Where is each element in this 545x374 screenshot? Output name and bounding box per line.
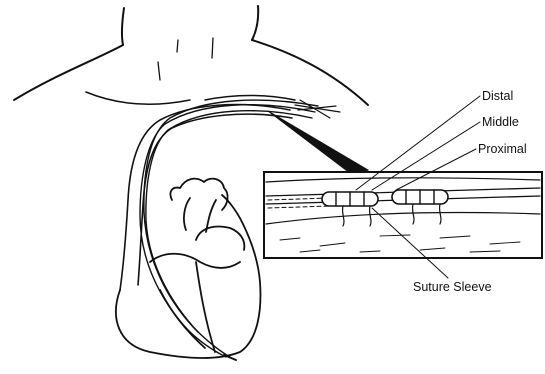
neck-detail-a <box>158 62 160 80</box>
inset-detail <box>264 172 542 258</box>
label-proximal: Proximal <box>478 143 527 156</box>
neck-detail-c <box>177 40 178 52</box>
pulmonary-artery <box>196 227 244 251</box>
collarbone-left <box>86 92 190 104</box>
shoulder-right-line <box>252 40 368 105</box>
shoulder-left-line <box>14 45 123 100</box>
neck-right-line <box>252 6 258 40</box>
label-middle: Middle <box>482 116 519 129</box>
atrium-line <box>150 254 240 268</box>
inset-frame <box>264 172 542 258</box>
label-suture-sleeve: Suture Sleeve <box>413 281 492 294</box>
heart-outline <box>116 195 261 358</box>
aorta-arch <box>170 179 227 210</box>
neck-left-line <box>122 8 124 45</box>
label-distal: Distal <box>482 90 513 103</box>
body-outline <box>14 6 368 105</box>
collarbone-right <box>205 95 295 100</box>
neck-detail-b <box>212 38 213 58</box>
zoom-wedge <box>268 111 368 176</box>
